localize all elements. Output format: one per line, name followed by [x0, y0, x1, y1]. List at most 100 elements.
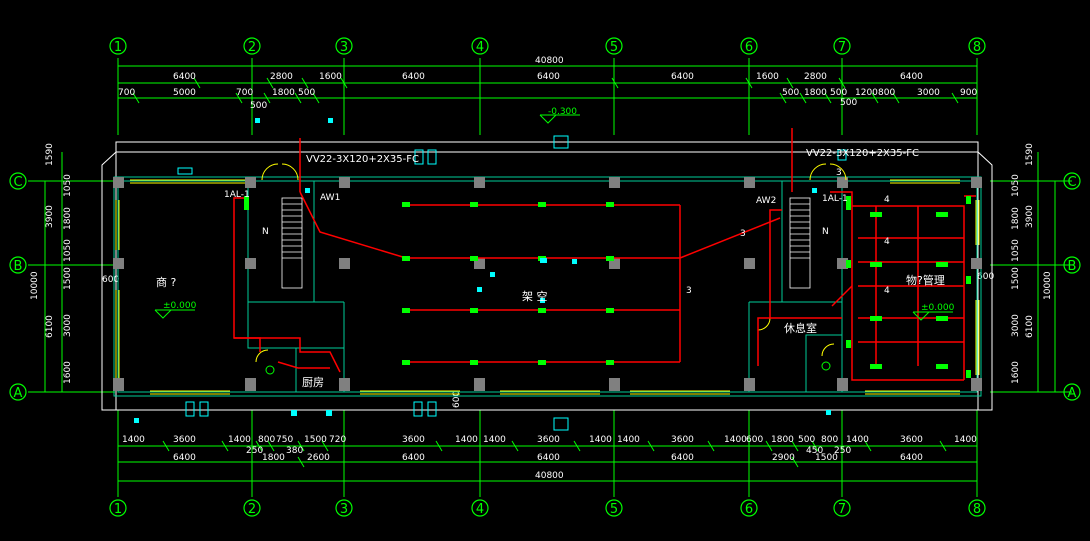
grid-label-top-8: 8	[973, 40, 981, 55]
dim-bot2-3: 2600	[307, 453, 330, 463]
dim-right-2: 1050	[1011, 174, 1021, 197]
level-right-label: ±0.000	[921, 303, 955, 313]
grid-label-left-B: B	[14, 259, 23, 274]
dim-top-extra: 500	[250, 101, 267, 111]
grid-label-left-C: C	[13, 175, 22, 190]
dim-top-3: 1600	[319, 72, 342, 82]
dim-bot-11: 3600	[537, 435, 560, 445]
dim-bot-b3: 450	[806, 446, 823, 456]
grid-bubbles	[9, 37, 1081, 517]
windows	[115, 179, 980, 395]
dim-top-5: 6400	[537, 72, 560, 82]
dim-bot-14: 3600	[671, 435, 694, 445]
dim-overall-bottom: 40800	[535, 471, 564, 481]
dim-right-9: 6100	[1025, 315, 1035, 338]
dim-bot-13: 1400	[617, 435, 640, 445]
circuit-3b-label: 3	[740, 229, 746, 239]
grid-label-top-5: 5	[610, 40, 618, 55]
room-kitchen-label: 厨房	[302, 376, 324, 389]
grid-label-right-A: A	[1068, 386, 1077, 401]
doors	[255, 163, 847, 363]
circuit-3a-label: 3	[686, 286, 692, 296]
dim-top2-1: 700	[118, 88, 135, 98]
dim-left-8: 3000	[63, 314, 73, 337]
grid-label-right-B: B	[1068, 259, 1077, 274]
dim-bot-5: 750	[276, 435, 293, 445]
drawing-labels: -0.300 ±0.000 ±0.000 VV22-3X120+2X35-FC …	[156, 107, 955, 389]
dim-bot2-1: 6400	[173, 453, 196, 463]
level-markers	[154, 114, 953, 321]
dim-left-5: 1050	[63, 239, 73, 262]
room-rack-label: 架 空	[522, 289, 548, 303]
dim-right-4: 1800	[1011, 207, 1021, 230]
dim-top2-9: 1200	[855, 88, 878, 98]
grid-label-top-2: 2	[248, 40, 256, 55]
level-top-label: -0.300	[548, 107, 577, 117]
dim-right-6: 10000	[1043, 271, 1053, 300]
dim-bot-3: 1400	[228, 435, 251, 445]
dim-bot-7: 720	[329, 435, 346, 445]
dim-top2-5: 500	[298, 88, 315, 98]
dim-top2-12: 900	[960, 88, 977, 98]
dim-overall-top: 40800	[535, 56, 564, 66]
cyan-symbols	[130, 135, 847, 431]
dim-side-600-left: 600	[102, 275, 119, 285]
dim-left-7: 1500	[63, 267, 73, 290]
panel-aw2-label: AW2	[756, 196, 776, 206]
dim-bot-8: 3600	[402, 435, 425, 445]
dim-top2-2: 5000	[173, 88, 196, 98]
dim-bot-6: 1500	[304, 435, 327, 445]
circuit-4c-label: 4	[884, 286, 890, 296]
dim-left-4: 1800	[63, 207, 73, 230]
grid-label-bottom-6: 6	[745, 502, 753, 517]
circuit-3c-label: 3	[836, 168, 842, 178]
dim-top-2: 2800	[270, 72, 293, 82]
light-circles	[265, 361, 831, 375]
dim-bot2-4: 6400	[402, 453, 425, 463]
equipment	[134, 118, 831, 423]
dim-bot-20: 1400	[846, 435, 869, 445]
grid-label-top-6: 6	[745, 40, 753, 55]
dim-top2-4: 1800	[272, 88, 295, 98]
grid-label-left-A: A	[14, 386, 23, 401]
grid-label-top-7: 7	[838, 40, 846, 55]
dim-top-4: 6400	[402, 72, 425, 82]
grid-label-bottom-2: 2	[248, 502, 256, 517]
dim-right-3: 3900	[1025, 205, 1035, 228]
dim-right-7: 1500	[1011, 267, 1021, 290]
cable-left-label: VV22-3X120+2X35-FC	[306, 154, 419, 165]
grid-label-top-4: 4	[476, 40, 484, 55]
grid-label-bottom-7: 7	[838, 502, 846, 517]
dim-top2-6: 500	[782, 88, 799, 98]
dim-top2-10: 800	[878, 88, 895, 98]
dim-bot-15: 1400	[724, 435, 747, 445]
circuit-4b-label: 4	[884, 237, 890, 247]
panel-1al-right-label: 1AL-1	[822, 194, 848, 204]
dim-top-extra2: 500	[840, 98, 857, 108]
dim-bot-17: 1800	[771, 435, 794, 445]
dim-left-10: 1600	[63, 361, 73, 384]
dim-bot-12: 1400	[589, 435, 612, 445]
dim-top2-7: 1800	[804, 88, 827, 98]
dim-bot-9: 1400	[455, 435, 478, 445]
room-shop-label: 商 ?	[156, 275, 176, 289]
fixtures	[244, 196, 971, 378]
room-property-label: 物?管理	[906, 273, 945, 287]
walls	[113, 176, 982, 397]
dim-bot-b2: 380	[286, 446, 303, 456]
dim-top2-3: 700	[236, 88, 253, 98]
stair-n-left: N	[262, 227, 269, 237]
panel-aw1-label: AW1	[320, 193, 340, 203]
dim-bot2-8: 1500	[815, 453, 838, 463]
grid-label-top-3: 3	[340, 40, 348, 55]
dimension-texts: 40800 6400 2800 1600 6400 6400 6400 1600…	[30, 56, 1053, 481]
grid-lines	[28, 58, 1072, 497]
dim-right-10: 1600	[1011, 361, 1021, 384]
dim-left-3: 3900	[45, 205, 55, 228]
grid-label-top-1: 1	[114, 40, 122, 55]
dim-top-7: 1600	[756, 72, 779, 82]
level-left-label: ±0.000	[163, 301, 197, 311]
grid-label-bottom-5: 5	[610, 502, 618, 517]
dim-top2-8: 500	[830, 88, 847, 98]
